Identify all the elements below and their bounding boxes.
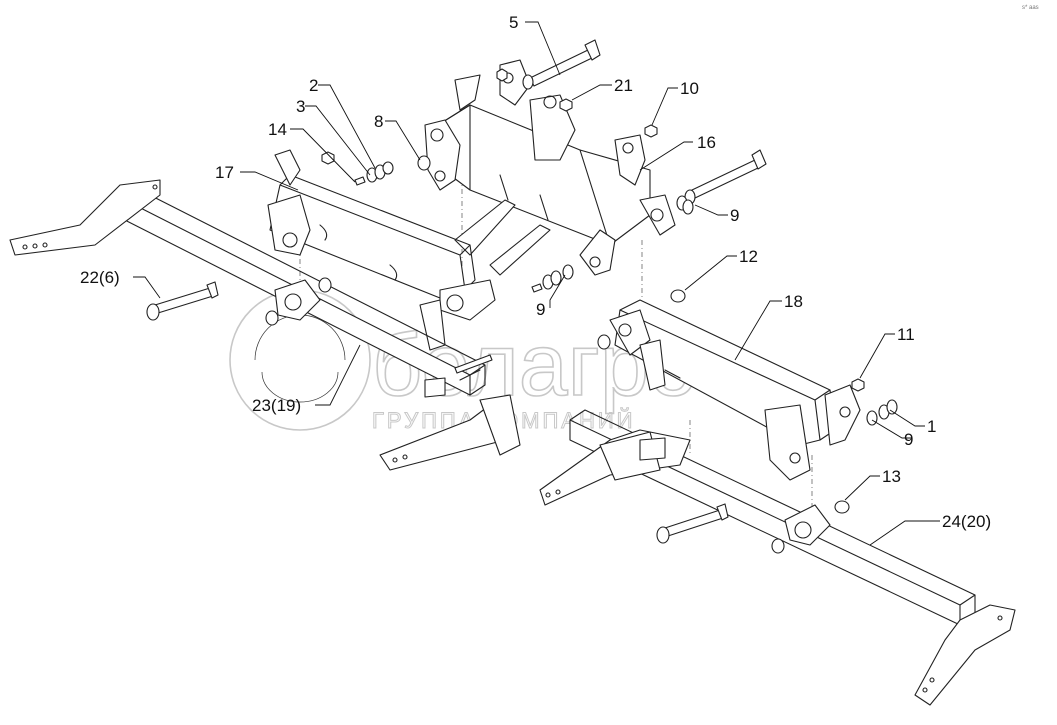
callout-24-20: 24(20)	[942, 512, 991, 531]
callout-9-upper: 9	[730, 206, 739, 225]
callout-17: 17	[215, 163, 234, 182]
part-24-right-beam	[539, 409, 1016, 706]
callout-9-middle: 9	[536, 300, 545, 319]
callout-12: 12	[739, 247, 758, 266]
callout-11: 11	[897, 325, 915, 344]
callout-8: 8	[374, 112, 383, 131]
callout-3: 3	[296, 97, 305, 116]
callout-18: 18	[784, 292, 803, 311]
callout-2: 2	[309, 76, 318, 95]
callout-5: 5	[509, 13, 518, 32]
leader-lines	[133, 21, 940, 546]
part-pins-right	[454, 149, 767, 544]
part-23-left-beam	[9, 179, 521, 471]
callout-22-6: 22(6)	[80, 268, 120, 287]
callout-labels: 5 21 10 2 3 14 8 16 17 9 9 9 22(6) 12 18…	[80, 13, 991, 531]
part-16-upper-frame	[424, 59, 676, 276]
callout-10: 10	[680, 79, 699, 98]
callout-1: 1	[927, 417, 936, 436]
part-5-pin	[496, 39, 601, 90]
corner-mark: s* aas	[1022, 5, 1039, 11]
callout-23-19: 23(19)	[252, 396, 301, 415]
callout-21: 21	[614, 76, 633, 95]
part-22-pin	[146, 281, 219, 321]
callout-13: 13	[882, 467, 901, 486]
callout-16: 16	[697, 133, 716, 152]
part-18-right-arm	[609, 299, 861, 481]
part-17-left-arm	[267, 149, 496, 351]
callout-9-right: 9	[904, 430, 913, 449]
callout-14: 14	[268, 120, 287, 139]
